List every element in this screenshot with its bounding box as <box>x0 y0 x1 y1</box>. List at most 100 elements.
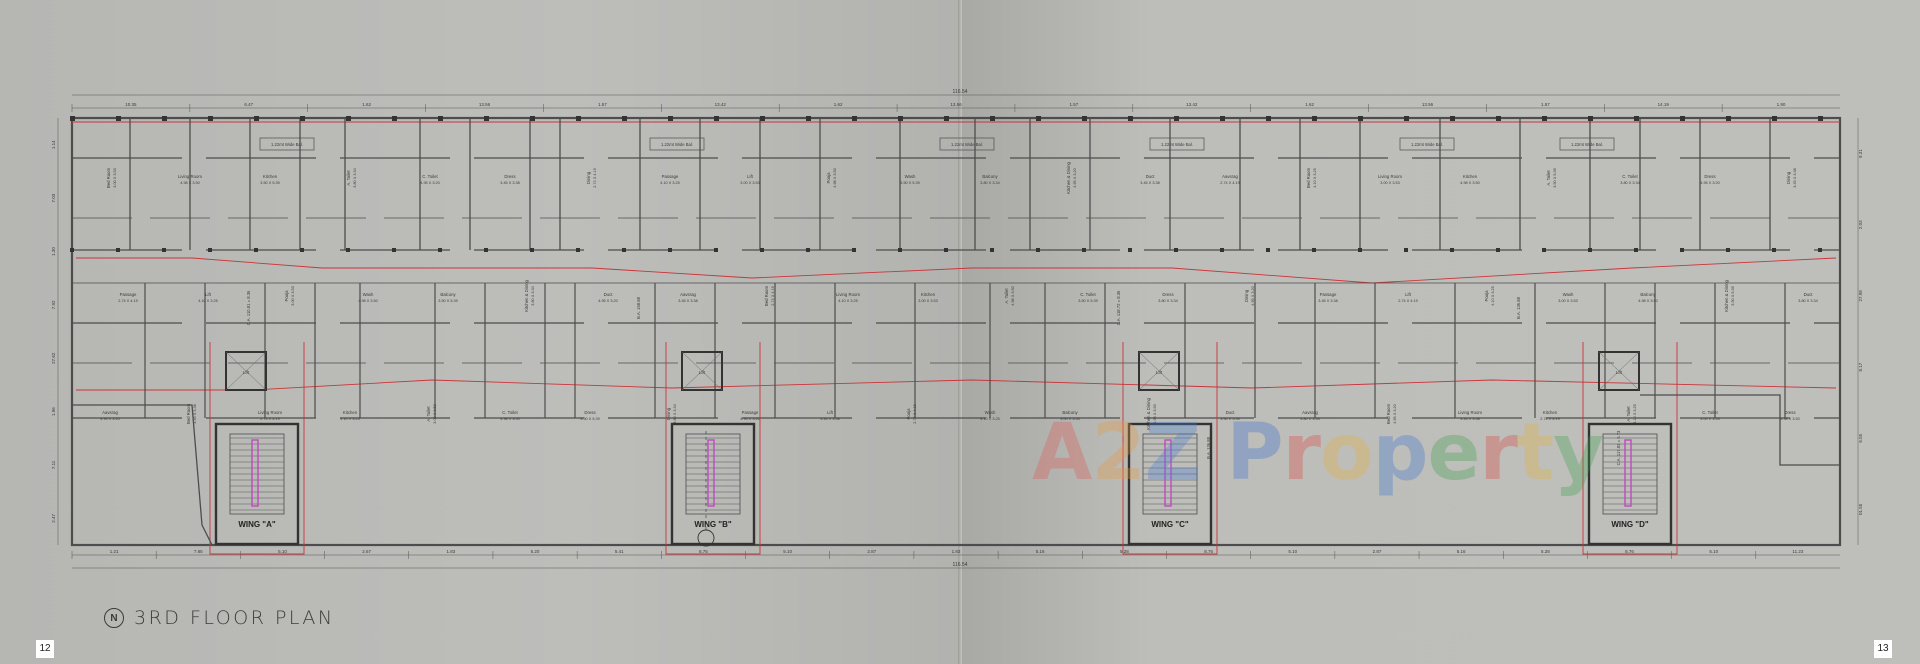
room-label: Aavsrag <box>1302 410 1318 415</box>
room-dimension: 4.10 X 3.25 <box>1491 286 1495 305</box>
stair-rail <box>1624 439 1632 507</box>
column <box>1818 248 1822 252</box>
room-label: Living Room <box>1458 410 1482 415</box>
bottom-dimension: 5.10 <box>1288 549 1297 554</box>
room-label: A. Toilet <box>1004 288 1009 304</box>
carpet-area-label: B.A. 136.88 <box>1206 436 1211 459</box>
left-dimension: 1.30 <box>51 247 56 256</box>
room-dimension: 3.50 X 5.39 <box>438 299 457 303</box>
room-label: Kitchen & Dining <box>1724 280 1729 312</box>
room-label: Dress <box>1162 292 1173 297</box>
room-label: Dining <box>1244 289 1249 302</box>
top-dimension: 10.35 <box>125 102 137 107</box>
room-label: Lift <box>747 174 754 179</box>
lift-wall <box>1598 351 1640 391</box>
room-dimension: 3.00 X 3.53 <box>1558 299 1577 303</box>
column <box>806 248 810 252</box>
room-label: Dress <box>504 174 515 179</box>
balcony-outline <box>649 137 705 151</box>
left-dimension: 7.92 <box>51 300 56 309</box>
watermark-letter: t <box>1516 408 1554 498</box>
room-label: A. Toilet <box>1626 406 1631 422</box>
room-label: Pooja <box>1484 290 1489 302</box>
bottom-dimension: 5.10 <box>1709 549 1718 554</box>
room-dimension: 4.10 X 3.25 <box>660 181 679 185</box>
room-label: Wash <box>985 410 996 415</box>
room-dimension: 2.74 X 4.19 <box>771 286 775 305</box>
room-label: A. Toilet <box>346 170 351 186</box>
column <box>484 248 488 252</box>
column <box>1036 116 1041 121</box>
left-dimension: 1.14 <box>51 140 56 149</box>
column <box>1634 248 1638 252</box>
room-label: Lift <box>827 410 834 415</box>
column <box>944 116 949 121</box>
room-label: Wash <box>905 174 916 179</box>
column <box>1588 248 1592 252</box>
room-dimension: 3.00 X 3.53 <box>740 181 759 185</box>
top-dimension: 13.56 <box>479 102 491 107</box>
room-label: Kitchen <box>263 174 278 179</box>
room-label: Duct <box>1804 292 1814 297</box>
room-label: C. Toilet <box>502 410 518 415</box>
room-dimension: 4.95 X 3.20 <box>100 417 119 421</box>
room-dimension: 3.00 X 3.53 <box>1060 417 1079 421</box>
room-label: Passage <box>1320 292 1337 297</box>
column <box>806 116 811 121</box>
watermark-letter: r <box>1479 408 1517 498</box>
room-dimension: 2.74 X 4.19 <box>1398 299 1417 303</box>
room-dimension: 3.80 X 3.34 <box>1620 181 1639 185</box>
room-label: Dress <box>1704 174 1715 179</box>
room-label: C. Toilet <box>1080 292 1096 297</box>
column <box>1680 116 1685 121</box>
room-dimension: 4.98 X 3.50 <box>1460 181 1479 185</box>
room-dimension: 4.95 X 3.20 <box>598 299 617 303</box>
column <box>990 116 995 121</box>
page-number-left: 12 <box>36 640 54 658</box>
left-dimension: 7.11 <box>51 460 56 469</box>
room-label: Living Room <box>258 410 282 415</box>
right-dimension: 2.03 <box>1858 220 1863 229</box>
lift-cross <box>1138 351 1180 391</box>
top-dimension: 1.57 <box>598 102 607 107</box>
room-label: Passage <box>742 410 759 415</box>
column <box>1220 116 1225 121</box>
room-dimension: 2.74 X 4.19 <box>118 299 137 303</box>
balcony-label: 1.22mt Wide Bal. <box>271 142 303 147</box>
top-dimension: 1.62 <box>362 102 371 107</box>
lift-label: Lift <box>699 370 706 375</box>
core-red-outline <box>1582 342 1678 555</box>
room-label: Living Room <box>1378 174 1402 179</box>
carpet-area-label: C.A. 118.72 = 8.36 <box>1116 290 1121 325</box>
column <box>1404 248 1408 252</box>
room-dimension: 2.74 X 4.19 <box>1540 417 1559 421</box>
core-red-outline <box>209 342 305 555</box>
room-label: Kitchen & Dining <box>1066 162 1071 194</box>
room-label: C. Toilet <box>1622 174 1638 179</box>
room-label: Duct <box>1146 174 1156 179</box>
page-number-right: 13 <box>1874 640 1892 658</box>
lift-wall <box>225 351 267 391</box>
room-label: Bed Room <box>106 167 111 188</box>
lift-wall <box>1138 351 1180 391</box>
bottom-dimension: 5.20 <box>531 549 540 554</box>
balcony-outline <box>939 137 995 151</box>
lift-cross <box>225 351 267 391</box>
room-dimension: 3.45 X 3.38 <box>1793 168 1797 187</box>
left-page <box>0 0 960 664</box>
lift-label: Lift <box>1616 370 1623 375</box>
watermark-letter: o <box>1320 408 1374 498</box>
top-dimension: 1.57 <box>1541 102 1550 107</box>
room-dimension: 3.00 X 3.53 <box>1700 417 1719 421</box>
balcony-outline <box>1399 137 1455 151</box>
room-dimension: 3.45 X 3.38 <box>678 299 697 303</box>
watermark-letter: P <box>1226 408 1283 498</box>
column <box>484 116 489 121</box>
red-boundary-lower <box>76 379 1837 391</box>
outer-wall <box>70 116 1842 547</box>
column <box>898 248 902 252</box>
watermark-logo: A2Z Property <box>1032 408 1604 498</box>
bottom-dimension: 5.28 <box>1120 549 1129 554</box>
room-dimension: 4.10 X 3.25 <box>1633 404 1637 423</box>
core-red-outline <box>1122 342 1218 555</box>
